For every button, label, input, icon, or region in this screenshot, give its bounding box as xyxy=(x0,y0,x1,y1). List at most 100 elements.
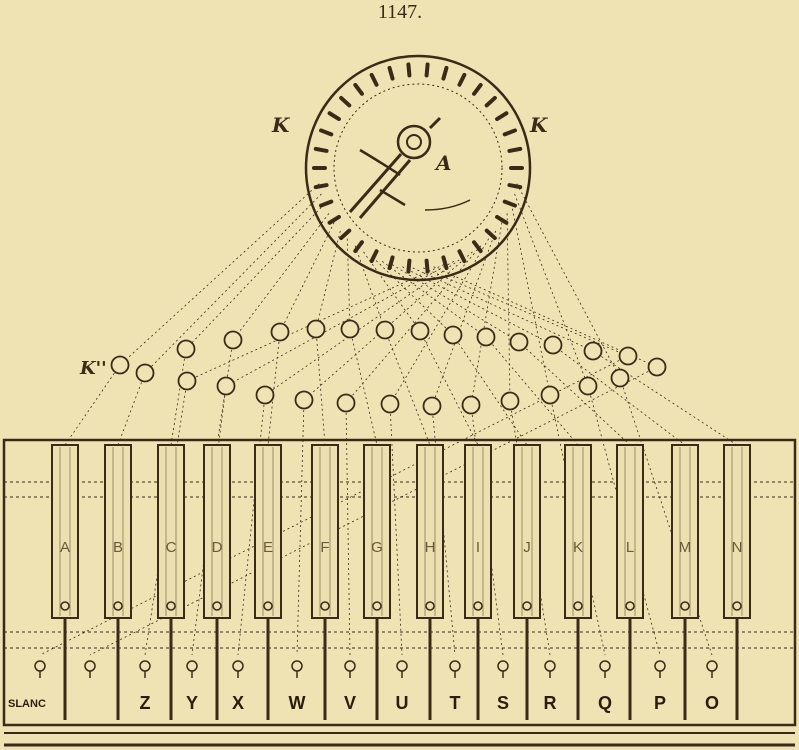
dial-tooth xyxy=(313,183,329,190)
dial-tooth xyxy=(406,62,412,78)
lower-key-letter: Z xyxy=(140,693,151,713)
key-letter: L xyxy=(626,539,634,556)
contact-circle xyxy=(177,371,197,391)
key-n[interactable]: N xyxy=(723,444,751,720)
connection-line xyxy=(144,193,322,374)
key-f[interactable]: F xyxy=(311,444,339,720)
contact-circle xyxy=(618,346,638,366)
contact-circle xyxy=(340,319,360,339)
lower-key-s[interactable]: S xyxy=(497,660,509,713)
contact-circle xyxy=(110,355,130,375)
lower-key-slanc[interactable]: SLANC xyxy=(8,660,46,710)
keyboard-frame xyxy=(2,438,797,747)
connection-line xyxy=(315,328,326,446)
key-m[interactable]: M xyxy=(671,444,699,720)
lower-key-letter: U xyxy=(396,693,409,713)
connection-line xyxy=(592,350,738,446)
lower-key-q[interactable]: Q xyxy=(598,660,612,713)
connection-line xyxy=(349,328,378,446)
lower-key-t[interactable]: T xyxy=(449,660,461,713)
lower-key-letter: X xyxy=(232,693,244,713)
connection-line xyxy=(452,334,528,446)
key-g[interactable]: G xyxy=(363,444,391,720)
connection-line xyxy=(587,385,661,656)
contact-circle xyxy=(500,391,520,411)
key-e[interactable]: E xyxy=(254,444,282,720)
contact-circle xyxy=(647,357,667,377)
connection-line xyxy=(389,238,490,405)
wheel-label: A xyxy=(434,151,452,175)
dial-tooth xyxy=(507,146,523,153)
key-letter: E xyxy=(263,539,273,556)
lower-key-w[interactable]: W xyxy=(289,660,306,713)
dial-tooth xyxy=(406,258,412,274)
contact-circle xyxy=(583,341,603,361)
dial-tooth xyxy=(457,72,467,87)
lower-key-o[interactable]: O xyxy=(705,660,719,713)
key-l[interactable]: L xyxy=(616,444,644,720)
dial-tooth xyxy=(472,240,483,253)
dial-tooth xyxy=(441,255,449,271)
connection-line xyxy=(552,344,686,446)
key-i[interactable]: I xyxy=(464,444,492,720)
lower-key-x[interactable]: X xyxy=(232,660,244,713)
connection-line xyxy=(346,238,351,330)
lower-key-r[interactable]: R xyxy=(544,660,557,713)
connection-line xyxy=(372,256,454,336)
contact-circle xyxy=(578,376,598,396)
lower-key-letter: T xyxy=(450,693,461,713)
dial-tooth xyxy=(495,214,509,225)
lower-key-y[interactable]: Y xyxy=(186,660,198,713)
key-letter: C xyxy=(166,539,177,556)
lower-key-z[interactable]: Z xyxy=(139,660,151,713)
circles-label: K'' xyxy=(79,358,107,379)
connection-line xyxy=(296,399,305,656)
lower-key-letter: V xyxy=(344,693,356,713)
connection-line xyxy=(64,364,121,446)
lower-key-empty[interactable] xyxy=(84,660,96,678)
connection-line xyxy=(89,366,658,656)
dial-tooth xyxy=(319,199,334,208)
connection-line xyxy=(279,222,335,333)
dial-tooth xyxy=(495,111,509,122)
type-wheel-dial xyxy=(304,54,532,282)
contact-circle xyxy=(306,319,326,339)
contact-circle xyxy=(509,332,529,352)
lower-key-v[interactable]: V xyxy=(344,660,356,713)
connection-line xyxy=(119,183,320,366)
connection-line xyxy=(144,380,188,656)
contact-circle xyxy=(422,396,442,416)
key-c[interactable]: C xyxy=(157,444,185,720)
key-d[interactable]: D xyxy=(203,444,231,720)
contact-circle xyxy=(135,363,155,383)
connection-line xyxy=(412,267,594,352)
dial-tooth xyxy=(339,228,352,241)
connection-line xyxy=(303,251,473,401)
key-letter: F xyxy=(320,539,329,556)
contact-circle xyxy=(223,330,243,350)
key-letter: K xyxy=(573,539,583,556)
contact-circle xyxy=(443,325,463,345)
connection-line xyxy=(419,330,479,446)
dial-label-left: K xyxy=(271,113,291,137)
contact-circle xyxy=(216,376,236,396)
key-letter: G xyxy=(371,539,383,556)
lower-key-letter: S xyxy=(497,693,509,713)
connection-line xyxy=(510,203,551,396)
key-k[interactable]: K xyxy=(564,444,592,720)
lower-key-p[interactable]: P xyxy=(654,660,666,713)
connection-line xyxy=(384,329,431,446)
dial-tooth xyxy=(484,228,497,241)
connection-line xyxy=(514,193,589,387)
contact-circle xyxy=(176,339,196,359)
lower-key-letter: R xyxy=(544,693,557,713)
lower-key-u[interactable]: U xyxy=(396,660,409,713)
contact-circles xyxy=(110,319,667,416)
contact-circle xyxy=(375,320,395,340)
dial-tooth xyxy=(502,128,517,137)
key-j[interactable]: J xyxy=(513,444,541,720)
key-b[interactable]: B xyxy=(104,444,132,720)
key-h[interactable]: H xyxy=(416,444,444,720)
dial-tooth xyxy=(502,199,517,208)
key-a[interactable]: A xyxy=(51,444,79,720)
